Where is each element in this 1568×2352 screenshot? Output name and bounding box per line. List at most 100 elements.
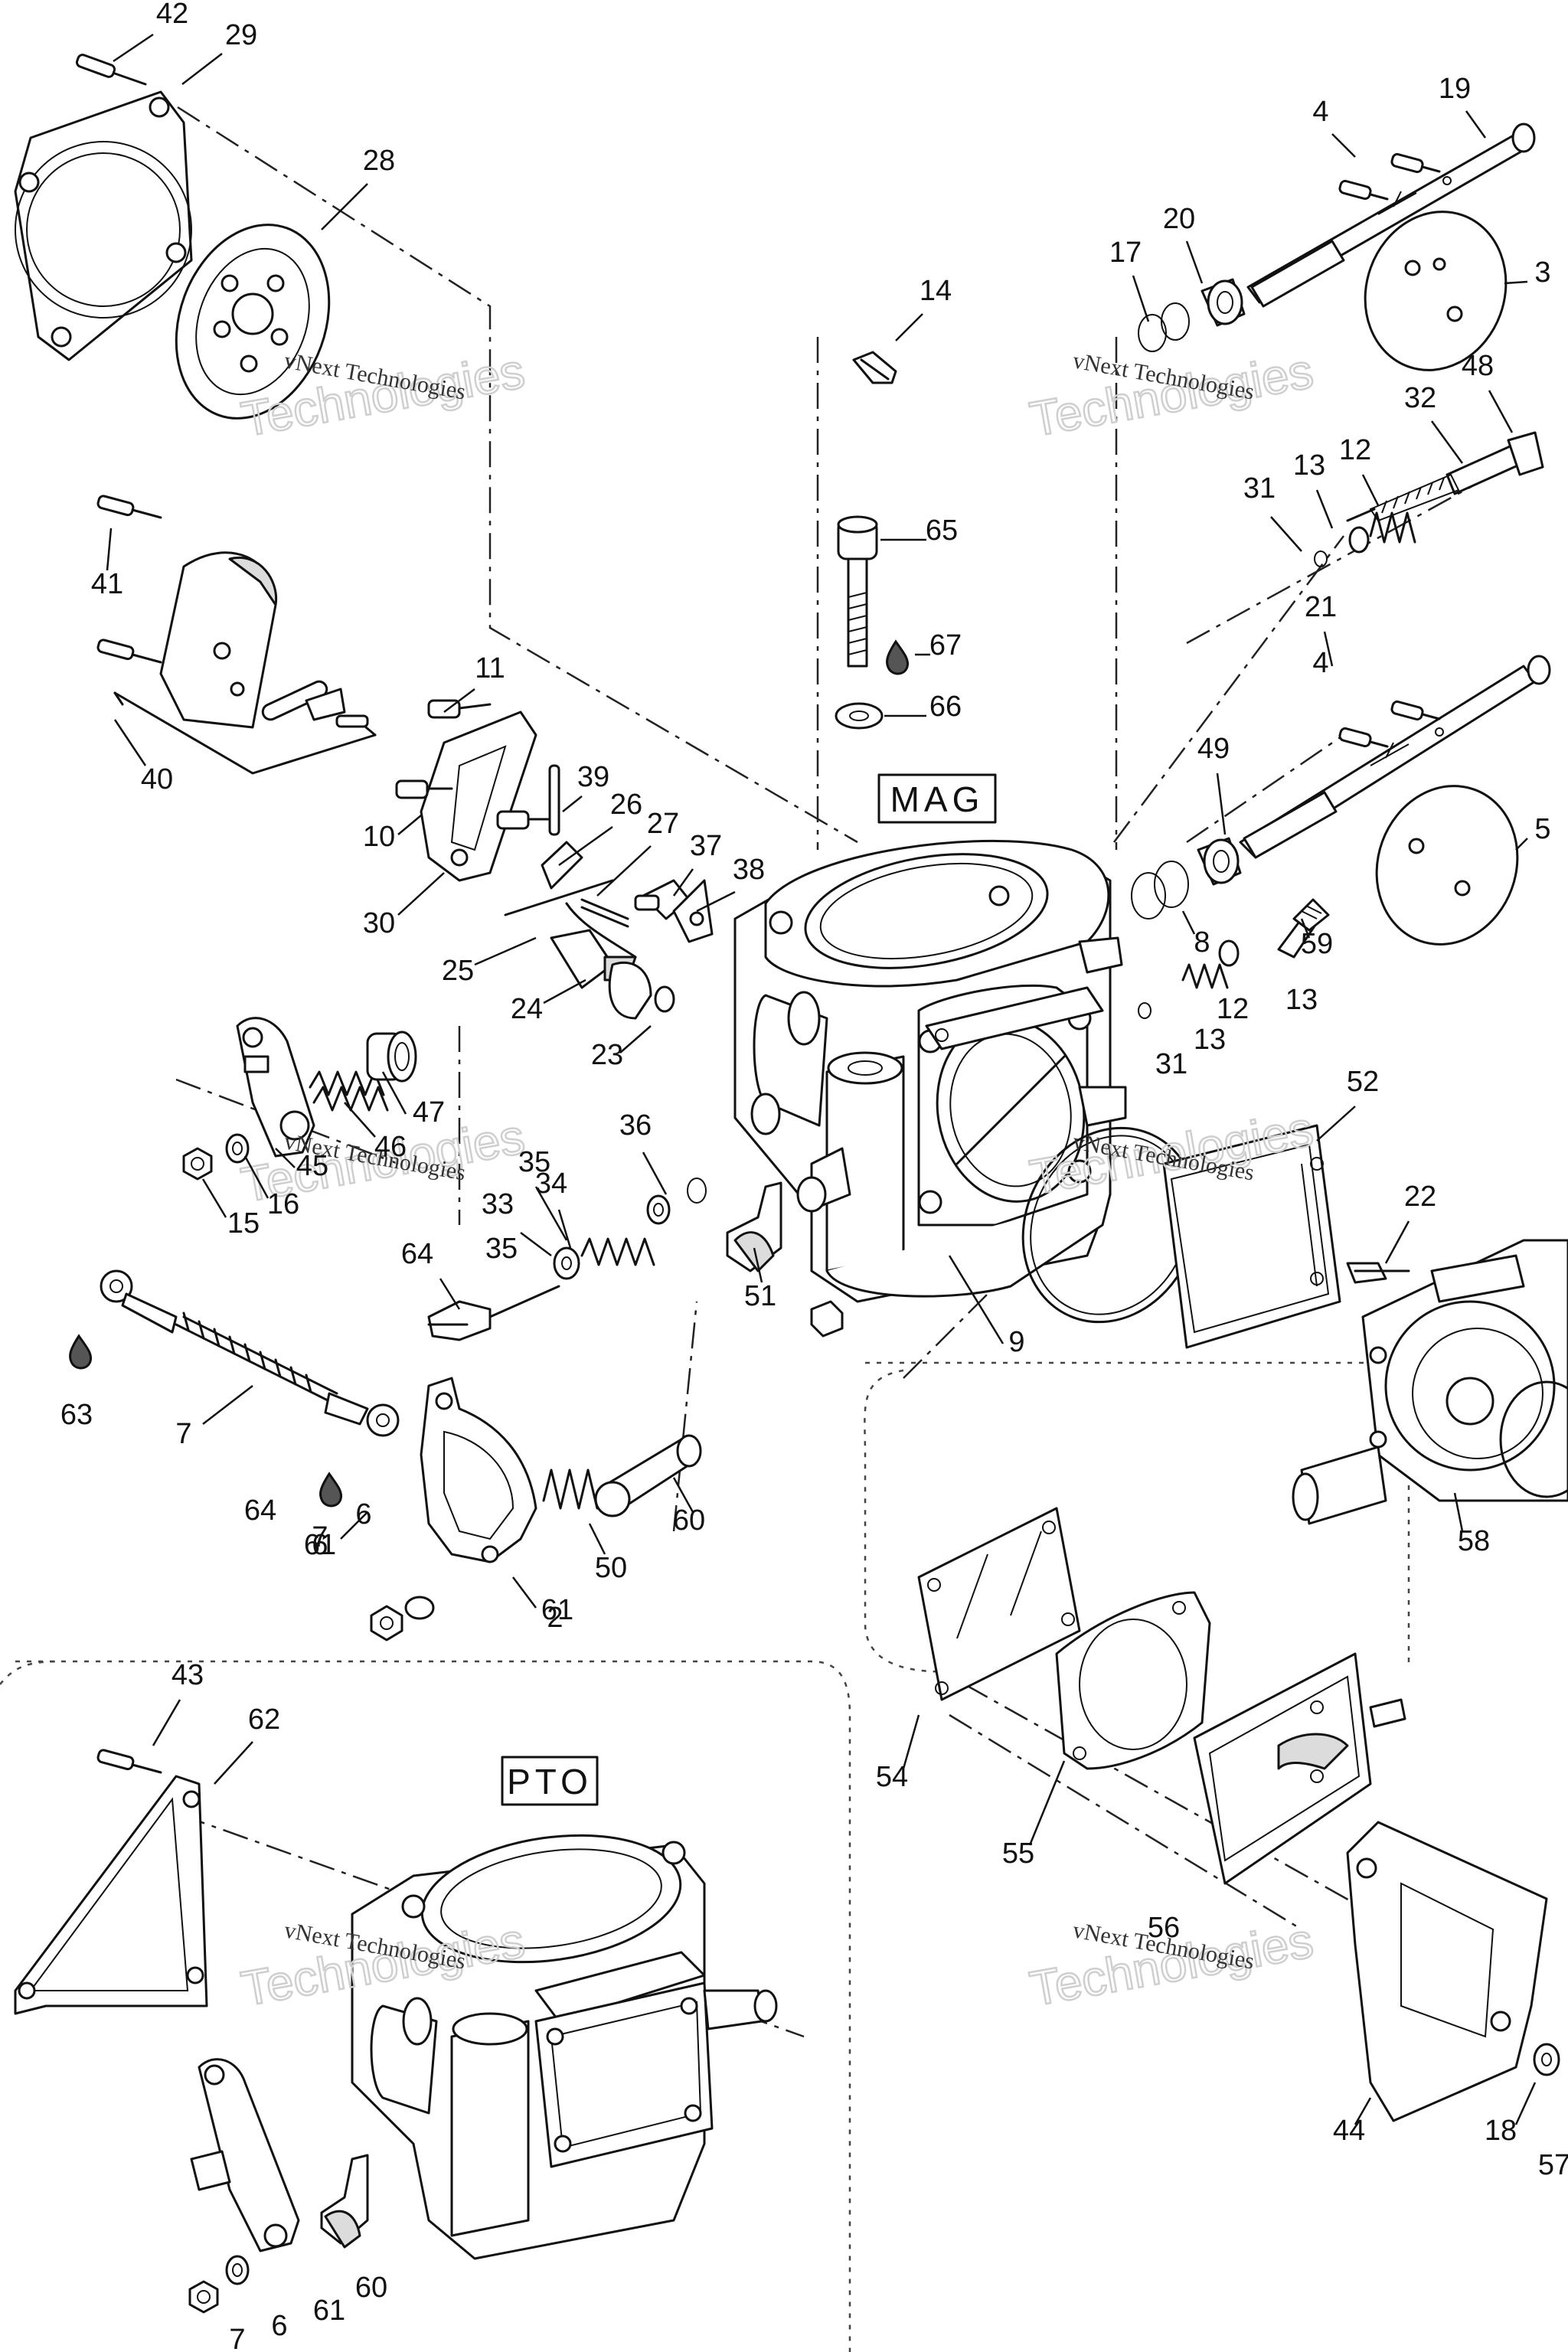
part-number-label: 16 xyxy=(267,1188,299,1220)
screw-48 xyxy=(1346,431,1544,522)
part-number-label: 13 xyxy=(1293,449,1325,482)
part-number-label: 48 xyxy=(1462,350,1494,382)
part-number-label: 13 xyxy=(1194,1024,1226,1056)
spring-12-top xyxy=(1369,511,1416,544)
part-number-label: 28 xyxy=(363,145,395,177)
leader-line xyxy=(152,1699,181,1746)
leader-line xyxy=(340,1511,368,1540)
part-number-label: 46 xyxy=(374,1131,407,1163)
leader-line xyxy=(1384,1220,1410,1264)
throttle-stop-60-pto xyxy=(320,2154,369,2249)
part-callouts: 4229284140111030392627373825242347464516… xyxy=(60,0,1568,2352)
leader-line xyxy=(181,53,223,85)
leader-line xyxy=(243,1155,270,1199)
part-number-label: 55 xyxy=(1002,1838,1034,1870)
orings-8 xyxy=(1131,861,1189,920)
part-number-label: 61 xyxy=(541,1594,573,1626)
carburetor-body-pto xyxy=(351,1834,778,2260)
leader-line xyxy=(202,1385,253,1425)
part-number-label: 43 xyxy=(172,1659,204,1691)
tag-mag-text: MAG xyxy=(890,779,985,819)
part-number-label: 40 xyxy=(141,763,173,795)
bushing-20 xyxy=(1200,278,1246,327)
leader-line xyxy=(1315,489,1334,529)
part-number-label: 54 xyxy=(876,1761,908,1793)
part-number-label: 15 xyxy=(227,1207,260,1240)
leader-line xyxy=(443,688,475,713)
leader-line xyxy=(642,1152,668,1195)
leader-line xyxy=(672,1477,694,1513)
nut-washer-15-16 xyxy=(182,1133,250,1181)
leader-line xyxy=(895,313,923,341)
bushing-49 xyxy=(1197,837,1242,886)
leader-line xyxy=(1185,240,1204,284)
linkage-rod-63 xyxy=(100,1269,400,1437)
part-number-label: 41 xyxy=(91,568,123,600)
throttle-lever-61 xyxy=(370,1377,537,1642)
part-number-label: 10 xyxy=(363,821,395,853)
leader-line xyxy=(113,33,154,63)
leader-line xyxy=(1515,838,1528,851)
idle-screw-33 xyxy=(427,1285,560,1341)
part-number-label: 7 xyxy=(229,2324,245,2352)
leader-line xyxy=(439,1278,461,1310)
part-number-label: 32 xyxy=(1404,382,1436,414)
leader-line xyxy=(520,1232,552,1256)
part-number-label: 26 xyxy=(610,789,642,821)
pump-cover-29 xyxy=(14,90,193,361)
part-number-label: 14 xyxy=(920,275,952,307)
throttle-plate-5 xyxy=(1375,785,1519,946)
leader-line xyxy=(672,868,694,897)
part-number-label: 17 xyxy=(1109,237,1142,269)
spring-2 xyxy=(542,1468,599,1510)
part-number-label: 49 xyxy=(1197,733,1230,765)
pump-cover-56 xyxy=(1193,1652,1406,1885)
watermark-outline: Technologies xyxy=(1026,343,1317,447)
watermark: Technologies vNext Technologies xyxy=(1025,342,1318,448)
leader-line xyxy=(397,815,422,835)
leader-line xyxy=(1504,280,1528,285)
part-number-label: 64 xyxy=(401,1238,433,1270)
leader-line xyxy=(562,795,583,812)
part-number-label: 5 xyxy=(1534,813,1550,845)
gasket-55 xyxy=(1055,1591,1211,1770)
screws-41 xyxy=(96,495,162,664)
carburetor-body-mag xyxy=(733,839,1127,1303)
part-number-label: 18 xyxy=(1485,2115,1517,2147)
grease-icon-67 xyxy=(886,639,910,675)
part-number-label: 35 xyxy=(518,1146,550,1178)
part-number-label: 38 xyxy=(733,854,765,886)
part-number-label: 50 xyxy=(595,1552,627,1584)
part-number-label: 11 xyxy=(475,652,505,684)
washer-66 xyxy=(835,702,884,730)
part-number-label: 24 xyxy=(511,993,543,1025)
part-number-label: 35 xyxy=(485,1233,518,1265)
part-number-label: 12 xyxy=(1339,434,1371,466)
leader-line xyxy=(381,1071,407,1115)
diaphragm-28 xyxy=(175,224,331,420)
washer-13-top xyxy=(1314,526,1370,567)
screw-14 xyxy=(852,351,897,384)
tag-mag: MAG xyxy=(877,773,997,824)
leader-line xyxy=(902,1714,920,1769)
part-number-label: 58 xyxy=(1458,1525,1490,1557)
leader-line xyxy=(474,936,537,966)
leader-line xyxy=(543,978,586,1004)
leader-line xyxy=(948,1255,1004,1344)
leader-line xyxy=(113,719,147,766)
bushing-50 xyxy=(594,1434,702,1517)
leader-line xyxy=(696,890,736,913)
leader-line xyxy=(596,845,652,897)
part-number-label: 3 xyxy=(1534,256,1550,289)
leader-line xyxy=(753,1247,763,1283)
screw-42 xyxy=(75,54,147,86)
nut-washer-pto xyxy=(188,2255,250,2314)
part-number-label: 57 xyxy=(1538,2149,1568,2181)
leader-line xyxy=(1465,110,1487,139)
part-number-label: 25 xyxy=(442,955,474,987)
watermarks: Technologies vNext Technologies Technolo… xyxy=(237,342,1318,2017)
leader-line xyxy=(1453,1492,1464,1532)
part-number-label: 4 xyxy=(1312,647,1328,679)
part-number-label: 39 xyxy=(577,761,609,793)
